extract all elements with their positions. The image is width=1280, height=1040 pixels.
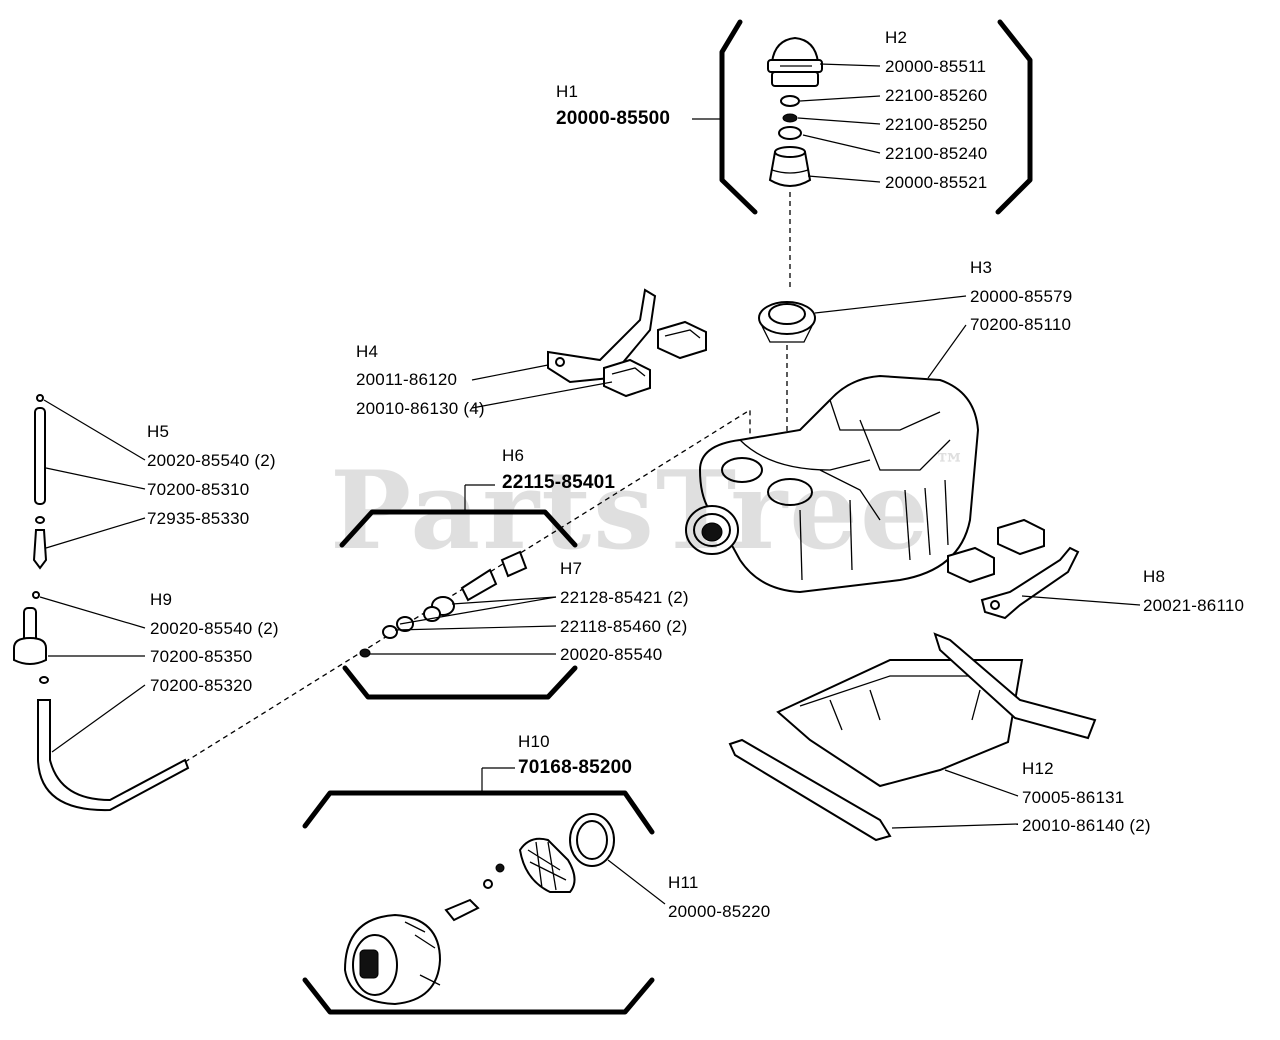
- h6-assembly-bracket: [339, 509, 578, 700]
- h5-part-number: 20020-85540 (2): [147, 451, 276, 470]
- cap-filter-part: [518, 837, 576, 893]
- fuel-line-part: [32, 394, 48, 599]
- h2-part-number: 22100-85260: [885, 86, 988, 105]
- h2-part-number: 22100-85250: [885, 115, 988, 134]
- assembly-line: [184, 408, 751, 763]
- fuel-cap-part: [343, 913, 442, 1006]
- h4-part-number: 20011-86120: [356, 370, 458, 389]
- h12-part-number: 20010-86140 (2): [1022, 816, 1151, 835]
- h7-ref-label: H7: [560, 559, 583, 578]
- h8-part-number: 20021-86110: [1143, 596, 1245, 615]
- h10-ref-label: H10: [518, 732, 550, 751]
- h5-ref-label: H5: [147, 422, 170, 441]
- mount-bracket-part: [947, 518, 1080, 620]
- h1-assembly-bracket: [719, 19, 1033, 215]
- h7-part-number: 20020-85540: [560, 645, 663, 664]
- h6-ref-label: H6: [502, 446, 525, 465]
- h3-ref-label: H3: [970, 258, 993, 277]
- h4-ref-label: H4: [356, 342, 379, 361]
- tank-grommet-part: [758, 301, 816, 343]
- h6-part-number: 22115-85401: [502, 472, 616, 493]
- h2-ref-label: H2: [885, 28, 908, 47]
- h2-part-number: 20000-85521: [885, 173, 988, 192]
- tank-guard-part: [728, 632, 1097, 842]
- h11-part-number: 20000-85220: [668, 902, 771, 921]
- h9-part-number: 70200-85350: [150, 647, 253, 666]
- h2-part-number: 22100-85240: [885, 144, 988, 163]
- h2-part-number: 20000-85511: [885, 57, 987, 76]
- tank-bracket-part: [547, 288, 657, 384]
- h4-part-number: 20010-86130 (4): [356, 399, 485, 418]
- trademark-symbol: ™: [934, 448, 967, 483]
- primer-bulb-part: [767, 36, 823, 87]
- fuel-tank-part: [685, 374, 980, 594]
- h9-part-number: 20020-85540 (2): [150, 619, 279, 638]
- h5-part-number: 72935-85330: [147, 509, 250, 528]
- primer-base-part: [768, 146, 812, 187]
- h11-ref-label: H11: [668, 873, 699, 892]
- h9-ref-label: H9: [150, 590, 173, 609]
- h12-ref-label: H12: [1022, 759, 1054, 778]
- fuel-filter-part: [13, 607, 190, 812]
- h12-part-number: 70005-86131: [1022, 788, 1125, 807]
- h7-part-number: 22128-85421 (2): [560, 588, 689, 607]
- rubber-mount-part: [603, 320, 707, 398]
- watermark-text: PartsTree: [330, 448, 931, 574]
- cap-retainer-part: [444, 863, 505, 922]
- h10-assembly-bracket: [302, 790, 655, 1015]
- h9-part-number: 70200-85320: [150, 676, 253, 695]
- h3-part-number: 70200-85110: [970, 315, 1072, 334]
- h1-ref-label: H1: [556, 82, 579, 101]
- h7-part-number: 22118-85460 (2): [560, 617, 688, 636]
- leader-lines: [39, 63, 1141, 905]
- washer-part: [778, 95, 802, 140]
- cap-gasket-part: [569, 813, 615, 867]
- h1-part-number: 20000-85500: [556, 108, 671, 129]
- h8-ref-label: H8: [1143, 567, 1166, 586]
- h5-part-number: 70200-85310: [147, 480, 250, 499]
- h3-part-number: 20000-85579: [970, 287, 1073, 306]
- h10-part-number: 70168-85200: [518, 757, 633, 778]
